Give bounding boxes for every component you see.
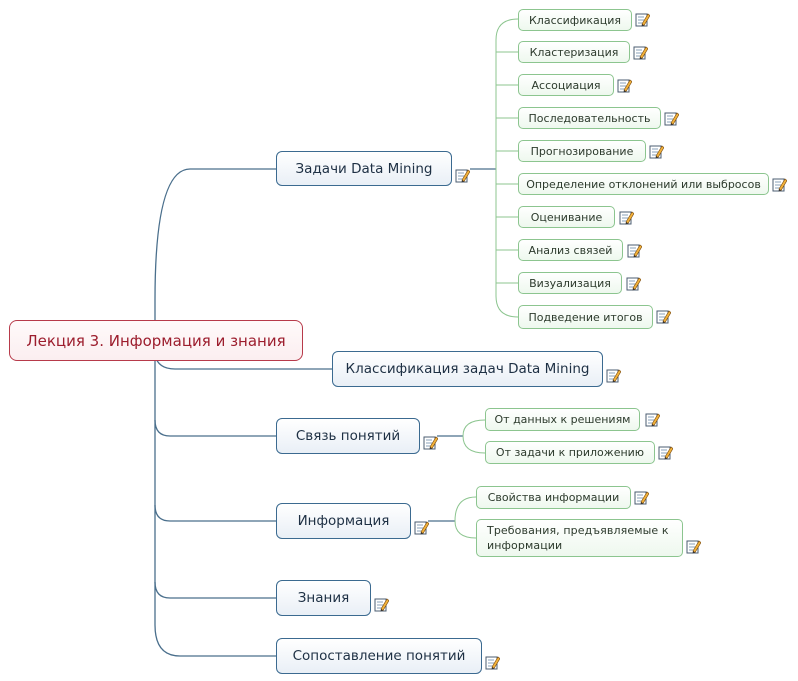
subtopic-label: От данных к решениям	[494, 413, 631, 426]
subtopic-label: Визуализация	[529, 276, 611, 290]
subtopic-info-requirements[interactable]: Требования, предъявляемые к информации	[476, 519, 683, 557]
note-icon[interactable]	[485, 655, 500, 670]
subtopic-sequence[interactable]: Последовательность	[518, 107, 661, 129]
note-icon[interactable]	[414, 520, 429, 535]
topic-label: Сопоставление понятий	[292, 648, 466, 664]
topic-classification-of-tasks[interactable]: Классификация задач Data Mining	[332, 351, 603, 387]
subtopic-task-to-application[interactable]: От задачи к приложению	[485, 441, 655, 464]
note-icon[interactable]	[635, 12, 650, 27]
topic-concept-relation[interactable]: Связь понятий	[276, 418, 420, 454]
subtopic-estimation[interactable]: Оценивание	[518, 206, 615, 228]
note-icon[interactable]	[633, 45, 648, 60]
note-icon[interactable]	[772, 177, 787, 192]
subtopic-outliers[interactable]: Определение отклонений или выбросов	[518, 173, 769, 195]
subtopic-label: Требования, предъявляемые к информации	[487, 524, 669, 552]
note-icon[interactable]	[649, 144, 664, 159]
subtopic-label: Подведение итогов	[528, 310, 643, 324]
note-icon[interactable]	[626, 276, 641, 291]
sub-spine-dm	[495, 18, 519, 318]
topic-label: Связь понятий	[295, 428, 401, 444]
subtopic-label: Классификация	[528, 13, 622, 27]
topic-concept-comparison[interactable]: Сопоставление понятий	[276, 638, 482, 674]
subtopic-label: Определение отклонений или выбросов	[526, 177, 761, 191]
topic-knowledge[interactable]: Знания	[276, 580, 371, 616]
branch-connector-knowledge	[154, 581, 276, 599]
subtopic-label: Кластеризация	[529, 45, 619, 59]
subtopic-label: Анализ связей	[528, 243, 613, 257]
note-icon[interactable]	[634, 490, 649, 505]
topic-label: Знания	[297, 590, 350, 606]
note-icon[interactable]	[656, 309, 671, 324]
subtopic-info-properties[interactable]: Свойства информации	[476, 486, 631, 509]
topic-label: Информация	[297, 513, 390, 529]
subtopic-label: Свойства информации	[487, 491, 620, 504]
note-icon[interactable]	[617, 78, 632, 93]
subtopic-classification[interactable]: Классификация	[518, 9, 632, 31]
note-icon[interactable]	[619, 210, 634, 225]
subtopic-summarization[interactable]: Подведение итогов	[518, 305, 653, 329]
subtopic-clustering[interactable]: Кластеризация	[518, 41, 630, 63]
note-icon[interactable]	[686, 539, 701, 554]
topic-label: Задачи Data Mining	[295, 160, 433, 177]
subtopic-label: От задачи к приложению	[495, 446, 645, 459]
root-topic-label: Лекция 3. Информация и знания	[26, 331, 286, 350]
subtopic-label: Ассоциация	[531, 78, 601, 92]
subtopic-visualization[interactable]: Визуализация	[518, 272, 622, 294]
topic-label: Классификация задач Data Mining	[345, 361, 590, 377]
note-icon[interactable]	[606, 368, 621, 383]
note-icon[interactable]	[423, 435, 438, 450]
note-icon[interactable]	[455, 168, 470, 183]
subtopic-association[interactable]: Ассоциация	[518, 74, 614, 96]
sub-spine-information	[454, 496, 477, 539]
subtopic-label: Прогнозирование	[530, 144, 634, 158]
subtopic-label: Последовательность	[528, 111, 651, 125]
sub-spine-relation	[462, 419, 486, 454]
note-icon[interactable]	[374, 597, 389, 612]
branch-connector-information	[154, 504, 276, 522]
note-icon[interactable]	[627, 243, 642, 258]
topic-data-mining-tasks[interactable]: Задачи Data Mining	[276, 151, 452, 186]
note-icon[interactable]	[658, 445, 673, 460]
branch-connector-trunk	[154, 168, 276, 340]
root-topic[interactable]: Лекция 3. Информация и знания	[9, 320, 303, 361]
topic-information[interactable]: Информация	[276, 503, 411, 539]
sub-ticks-dm	[496, 51, 518, 284]
subtopic-label: Оценивание	[530, 210, 603, 224]
branch-connector-relation	[154, 419, 276, 437]
subtopic-forecasting[interactable]: Прогнозирование	[518, 140, 646, 162]
branch-connector-trunk-down	[154, 340, 276, 657]
subtopic-data-to-decisions[interactable]: От данных к решениям	[485, 408, 640, 431]
note-icon[interactable]	[645, 412, 660, 427]
note-icon[interactable]	[664, 111, 679, 126]
subtopic-link-analysis[interactable]: Анализ связей	[518, 239, 623, 261]
